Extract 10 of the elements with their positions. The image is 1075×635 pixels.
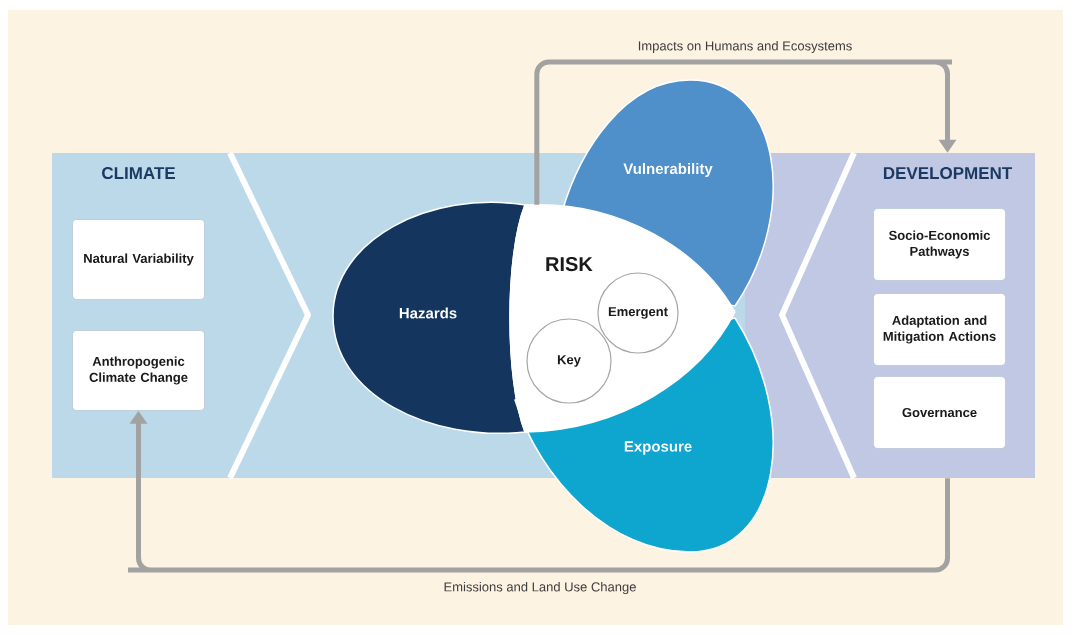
node-label: DEVELOPMENT (883, 167, 1013, 180)
text-box: Anthropogenic Climate Change (72, 330, 205, 411)
text-box: Governance (873, 376, 1006, 449)
edge-label: Emissions and Land Use Change (444, 581, 636, 595)
edge-label: Impacts on Humans and Ecosystems (638, 40, 852, 54)
text-box: Natural Variability (72, 219, 205, 300)
arrow (534, 59, 957, 205)
node-label: CLIMATE (102, 167, 175, 180)
text-box: Adaptation and Mitigation Actions (873, 293, 1006, 366)
text-box: Socio-Economic Pathways (873, 208, 1006, 281)
